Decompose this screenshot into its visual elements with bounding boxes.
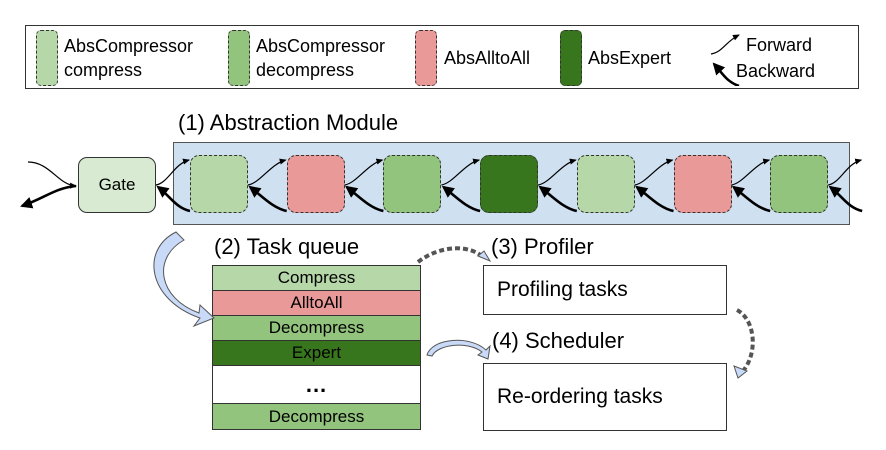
queue-row-expert: Expert [213, 341, 420, 366]
queue-to-scheduler-arrow [427, 340, 490, 359]
module-to-queue-arrow [154, 232, 214, 326]
legend-swatch-expert [560, 30, 582, 86]
profiler-to-scheduler-arrow [737, 310, 753, 372]
scheduler-title: (4) Scheduler [492, 328, 624, 354]
profiling-tasks-label: Profiling tasks [497, 278, 628, 302]
legend-label-decompress: AbsCompressor decompress [256, 34, 385, 82]
gate-forward-in-arrow [28, 162, 76, 186]
legend-swatch-compress [36, 30, 58, 86]
module-block-alltoall [674, 155, 732, 213]
module-block-compress [190, 155, 248, 213]
queue-row-ellipsis: ... [213, 366, 420, 404]
task-queue: Compress AlltoAll Decompress Expert ... … [212, 265, 421, 430]
reordering-tasks-box: Re-ordering tasks [483, 363, 727, 431]
legend-label-expert: AbsExpert [588, 46, 671, 70]
gate-box: Gate [78, 157, 156, 213]
module-block-alltoall [287, 155, 345, 213]
queue-to-profiler-arrowhead-icon [478, 251, 490, 261]
profiling-tasks-box: Profiling tasks [483, 265, 727, 315]
legend-swatch-decompress [228, 30, 250, 86]
queue-row-decompress-last: Decompress [213, 404, 420, 429]
gate-label: Gate [99, 175, 136, 195]
queue-row-decompress: Decompress [213, 316, 420, 341]
queue-row-alltoall: AlltoAll [213, 291, 420, 316]
profiler-title: (3) Profiler [491, 234, 594, 260]
module-block-decompress [770, 155, 828, 213]
abstraction-module-title: (1) Abstraction Module [178, 110, 398, 136]
legend-label-backward: Backward [736, 59, 815, 83]
module-block-compress [577, 155, 635, 213]
legend-label-forward: Forward [746, 33, 812, 57]
queue-to-profiler-arrow [418, 248, 484, 262]
legend-swatch-alltoall [415, 30, 437, 86]
legend-label-alltoall: AbsAlltoAll [444, 46, 530, 70]
legend: AbsCompressor compress AbsCompressor dec… [25, 25, 859, 89]
module-block-decompress [383, 155, 441, 213]
legend-label-compress: AbsCompressor compress [64, 34, 193, 82]
gate-backward-out-arrow [22, 186, 76, 206]
reordering-tasks-label: Re-ordering tasks [497, 385, 663, 409]
queue-row-compress: Compress [213, 266, 420, 291]
module-block-expert [480, 155, 538, 213]
task-queue-title: (2) Task queue [214, 234, 359, 260]
forward-arrow-icon [711, 35, 739, 54]
profiler-to-scheduler-arrowhead-icon [734, 366, 747, 378]
